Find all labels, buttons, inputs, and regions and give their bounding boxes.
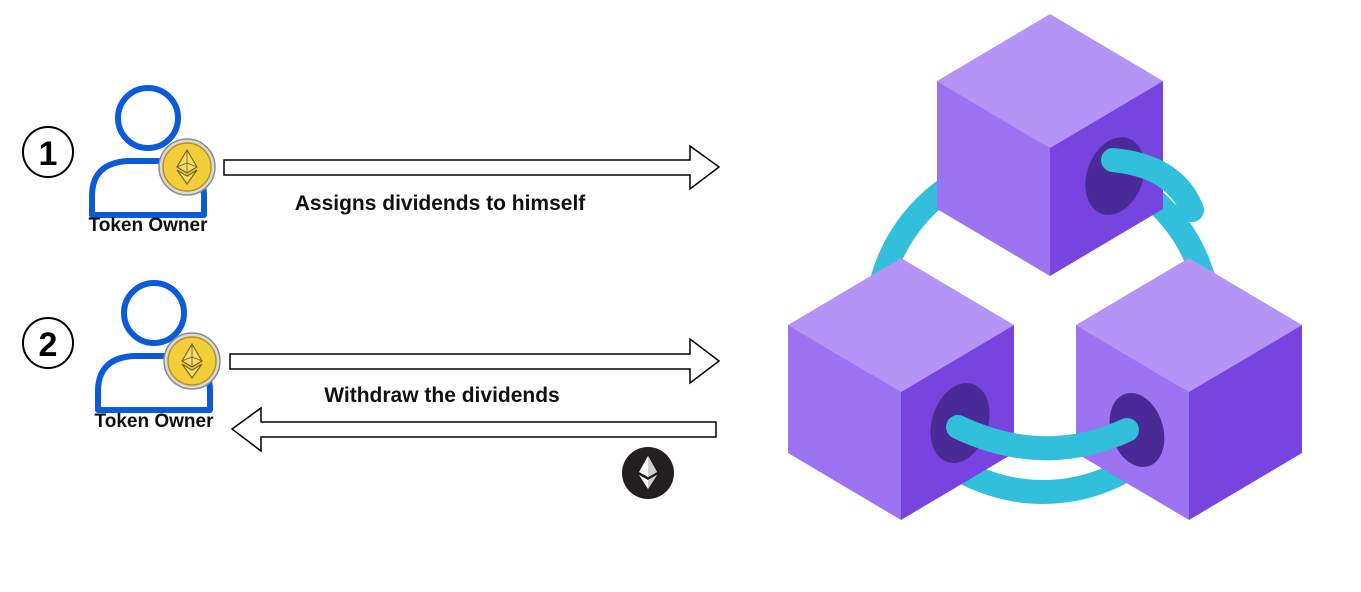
step-2-number-badge: 2: [22, 317, 74, 369]
step-2-number: 2: [39, 326, 58, 364]
chain-link-top: [1101, 148, 1204, 222]
step-2-arrow-label: Withdraw the dividends: [324, 384, 560, 407]
step-1-number-badge: 1: [22, 126, 74, 178]
ethereum-coin-icon: [163, 332, 221, 390]
step-1-owner-label: Token Owner: [89, 215, 209, 236]
ethereum-badge-icon: [622, 447, 674, 499]
step-2-left-arrow: [230, 406, 717, 453]
step-1-number: 1: [39, 135, 58, 173]
step-1-arrow-label: Assigns dividends to himself: [295, 192, 587, 215]
ethereum-coin-icon: [158, 138, 216, 196]
step-2-right-arrow: [229, 337, 721, 385]
step-2: 2 Token Owner Withdraw the dividends: [22, 283, 721, 499]
chain-link-bottom: [946, 415, 1139, 461]
step-1: 1 Token Owner Assigns dividends to himse…: [22, 88, 721, 236]
step-1-right-arrow: [223, 144, 721, 191]
blockchain-cubes-icon: [788, 14, 1302, 520]
step-2-owner-label: Token Owner: [95, 411, 215, 432]
